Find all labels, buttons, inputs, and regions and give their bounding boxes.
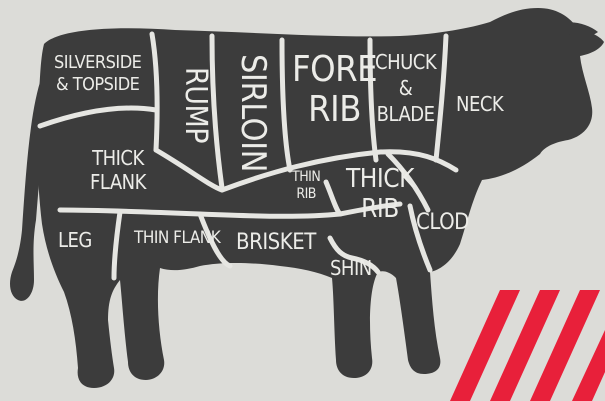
thick-line: THICK <box>346 166 414 192</box>
rump-text: RUMP <box>178 67 213 143</box>
rib-line: RIB <box>346 196 414 222</box>
label-shin: SHIN <box>330 258 372 278</box>
label-thick-rib: THICK RIB <box>346 166 414 222</box>
flank-line: FLANK <box>90 172 146 192</box>
silverside-line: SILVERSIDE <box>54 54 141 72</box>
ampersand-line: & <box>375 78 436 98</box>
thin-flank-text: THIN FLANK <box>134 228 220 248</box>
label-brisket: BRISKET <box>236 232 316 254</box>
chuck-line: CHUCK <box>375 52 436 72</box>
red-stripes <box>450 290 605 401</box>
brisket-text: BRISKET <box>236 230 316 255</box>
shin-text: SHIN <box>330 256 372 280</box>
blade-line: BLADE <box>375 104 436 124</box>
topside-line: & TOPSIDE <box>54 76 141 94</box>
label-silverside-topside: SILVERSIDE & TOPSIDE <box>54 54 141 94</box>
leg-text: LEG <box>58 228 92 252</box>
sirloin-text: SIRLOIN <box>233 54 273 172</box>
label-fore-rib: FORE RIB <box>292 52 377 128</box>
label-clod: CLOD <box>416 212 469 234</box>
label-thin-rib: THIN RIB <box>292 170 320 201</box>
thick-line: THICK <box>90 148 146 168</box>
label-neck: NECK <box>456 94 503 114</box>
rib-line: RIB <box>292 187 320 201</box>
clod-text: CLOD <box>416 210 469 235</box>
label-thick-flank: THICK FLANK <box>90 148 146 192</box>
label-sirloin: SIRLOIN <box>236 54 270 164</box>
thin-line: THIN <box>292 170 320 184</box>
label-rump: RUMP <box>180 60 210 150</box>
fore-line: FORE <box>292 52 377 88</box>
rib-line: RIB <box>292 92 377 128</box>
label-leg: LEG <box>58 230 92 250</box>
label-thin-flank: THIN FLANK <box>134 230 220 247</box>
neck-text: NECK <box>456 92 503 116</box>
label-chuck-blade: CHUCK & BLADE <box>375 52 436 124</box>
